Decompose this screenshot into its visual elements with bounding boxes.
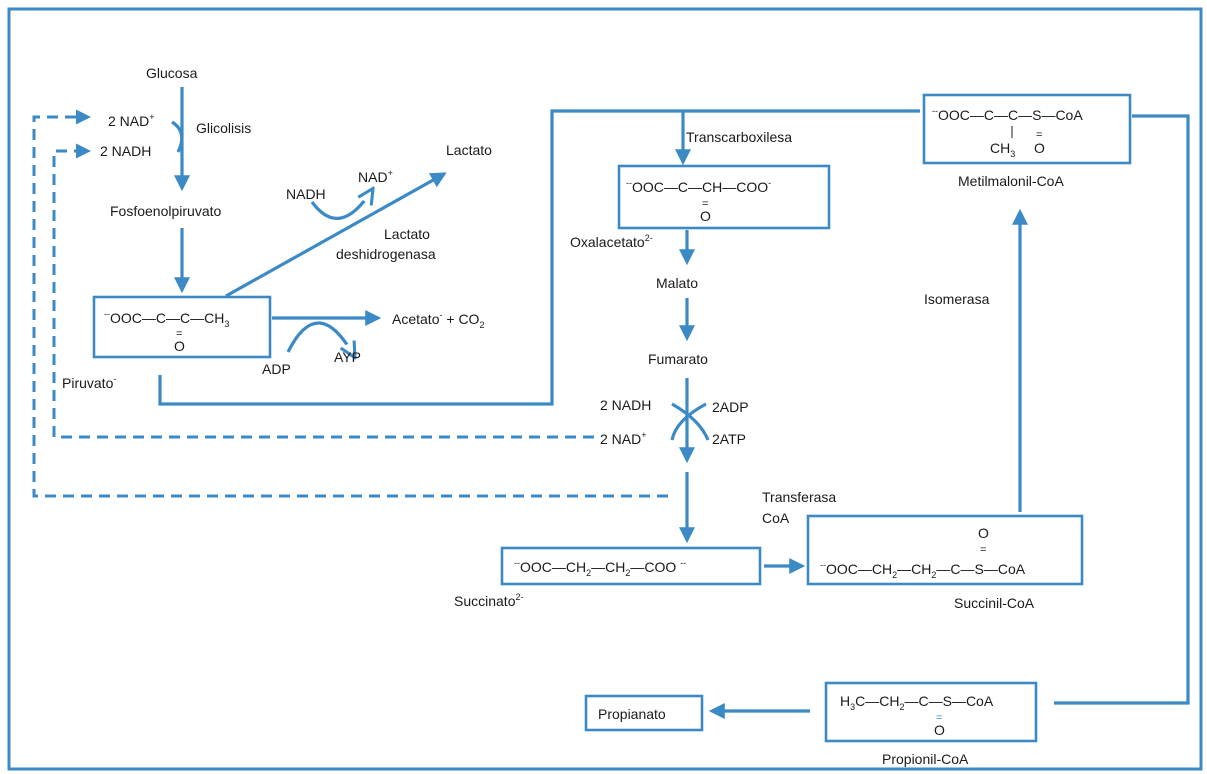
label-nadh-fum: 2 NADH xyxy=(600,397,651,413)
svg-text:O: O xyxy=(1034,140,1045,156)
label-oxalacetato: Oxalacetato2- xyxy=(570,233,653,250)
label-isomerasa: Isomerasa xyxy=(924,291,990,307)
label-propianato: Propianato xyxy=(598,706,666,722)
label-glicolisis: Glicolisis xyxy=(196,120,251,136)
svg-text:=: = xyxy=(936,712,942,724)
label-ldh-2: deshidrogenasa xyxy=(336,246,436,262)
route-metilmalonil-propionil xyxy=(1054,114,1190,705)
dashed-return-inner xyxy=(52,143,594,439)
box-propionil xyxy=(824,681,1038,743)
svg-text:H3C—CH2—C—S—CoA: H3C—CH2—C—S—CoA xyxy=(840,693,994,712)
svg-text:=: = xyxy=(980,544,986,556)
label-glucosa: Glucosa xyxy=(146,65,198,81)
formula-piruvato: --OOC—C—C—CH3 = O xyxy=(104,309,229,354)
nad-curve-glicolisis xyxy=(171,120,184,153)
svg-text:--OOC—C—C—CH3: --OOC—C—C—CH3 xyxy=(104,309,229,329)
label-nad-fum: 2 NAD+ xyxy=(600,430,647,447)
svg-text:CH3: CH3 xyxy=(990,140,1015,159)
dashed-return-outer xyxy=(32,109,668,498)
label-acetato: Acetato- + CO2 xyxy=(392,310,484,330)
label-adp-fum: 2ADP xyxy=(712,399,749,415)
label-ayp: AYP xyxy=(334,349,361,365)
box-succinil xyxy=(806,514,1084,586)
label-propionil: Propionil-CoA xyxy=(882,751,969,767)
label-atp-fum: 2ATP xyxy=(712,431,746,447)
box-oxalacetato xyxy=(617,164,831,230)
label-nadh-top: 2 NADH xyxy=(100,143,151,159)
label-fumarato: Fumarato xyxy=(648,351,708,367)
formula-oxalacetato: --OOC—C—CH—COO- = O xyxy=(626,178,771,224)
label-piruvato: Piruvato- xyxy=(62,374,116,391)
adp-atp-curve xyxy=(286,321,354,356)
svg-text:O: O xyxy=(934,722,945,738)
fumarato-cofactor-curve-2 xyxy=(670,402,707,441)
svg-text:--OOC—CH2—CH2—C—S—CoA: --OOC—CH2—CH2—C—S—CoA xyxy=(820,560,1026,580)
svg-text:O: O xyxy=(174,338,185,354)
route-piruvato-transcarboxilesa xyxy=(158,109,920,406)
arrow-piruvato-lactato xyxy=(225,172,447,298)
label-metilmalonil: Metilmalonil-CoA xyxy=(958,173,1064,189)
label-transcarboxilesa: Transcarboxilesa xyxy=(686,129,792,145)
label-succinil: Succinil-CoA xyxy=(954,595,1035,611)
svg-text:--OOC—C—CH—COO-: --OOC—C—CH—COO- xyxy=(626,178,771,195)
svg-text:=: = xyxy=(1036,129,1042,141)
label-nad-ldh: NAD+ xyxy=(358,168,393,185)
label-malato: Malato xyxy=(656,275,698,291)
svg-text:O: O xyxy=(700,208,711,224)
label-nad-top: 2 NAD+ xyxy=(108,112,155,129)
box-propianato xyxy=(584,694,704,732)
label-nadh-ldh: NADH xyxy=(286,186,326,202)
label-ldh-1: Lactato xyxy=(384,226,430,242)
formula-succinato: --OOC—CH2—CH2—COO-- xyxy=(514,558,686,578)
ldh-cofactor-curve xyxy=(310,190,372,220)
svg-text:--OOC—CH2—CH2—COO--: --OOC—CH2—CH2—COO-- xyxy=(514,558,686,578)
label-adp: ADP xyxy=(262,361,291,377)
box-piruvato xyxy=(92,295,272,359)
svg-text:O: O xyxy=(978,525,989,541)
label-transferasa-2: CoA xyxy=(762,510,790,526)
formula-succinil: O = --OOC—CH2—CH2—C—S—CoA xyxy=(820,525,1026,580)
box-metilmalonil xyxy=(922,93,1132,165)
label-lactato: Lactato xyxy=(446,142,492,158)
svg-text:=: = xyxy=(176,328,182,340)
label-transferasa-1: Transferasa xyxy=(762,489,836,505)
label-fosfoenolpiruvato: Fosfoenolpiruvato xyxy=(110,203,222,219)
outer-frame xyxy=(7,7,1203,771)
svg-text:--OOC—C—C—S—CoA: --OOC—C—C—S—CoA xyxy=(932,106,1083,123)
formula-metilmalonil: --OOC—C—C—S—CoA CH3 = O xyxy=(932,106,1083,159)
formula-propionil: H3C—CH2—C—S—CoA = O xyxy=(840,693,994,738)
label-succinato: Succinato2- xyxy=(454,592,524,609)
svg-text:=: = xyxy=(702,198,708,210)
box-succinato xyxy=(500,546,762,586)
fumarato-cofactor-curve-1 xyxy=(671,402,710,441)
